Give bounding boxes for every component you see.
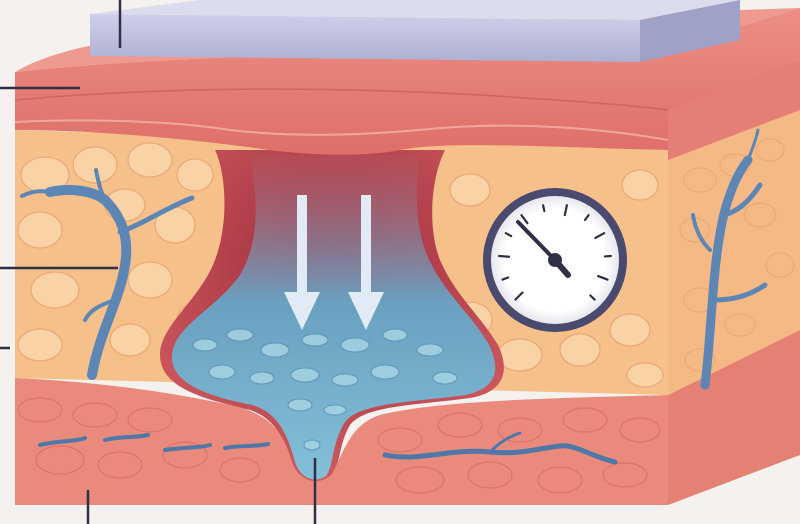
skin-top-band [15, 8, 800, 155]
skin-underline [14, 119, 669, 141]
gauge-tick [563, 204, 569, 217]
muscle-vessels [38, 431, 618, 465]
gauge-tick [596, 274, 609, 281]
plate-side [640, 0, 740, 62]
fluid-pocket [160, 150, 504, 484]
skin-layer-line [14, 88, 669, 111]
right-face-skin [668, 48, 800, 160]
right-vessel [691, 128, 768, 390]
gauge-ticks [498, 204, 612, 301]
gauge-tick [520, 214, 529, 225]
gauge-tick [504, 232, 513, 238]
gauge-needle [516, 220, 557, 262]
fluid-cells [192, 328, 458, 451]
plate-top [90, 0, 740, 20]
muscle-fill [15, 378, 668, 505]
muscle-cells [17, 397, 661, 494]
left-vessel [20, 168, 195, 380]
plate-front [90, 14, 640, 62]
gauge-tick [541, 204, 546, 213]
down-arrow-icon [284, 195, 320, 330]
gauge-tick [498, 254, 511, 258]
gauge-tick [594, 232, 606, 240]
down-arrow-icon [348, 195, 384, 330]
pressure-plate [90, 0, 740, 62]
gauge-tick [514, 291, 524, 301]
block-right-face [668, 48, 800, 505]
pressure-gauge-icon [483, 188, 627, 332]
callout-lines [0, 0, 317, 524]
gauge-tick [589, 294, 596, 301]
gauge-tick [501, 276, 510, 281]
muscle-layer [15, 378, 668, 505]
fluid-body [171, 155, 496, 480]
gauge-hub [548, 253, 562, 267]
gauge-tick [583, 214, 590, 222]
right-face-muscle [668, 330, 800, 505]
